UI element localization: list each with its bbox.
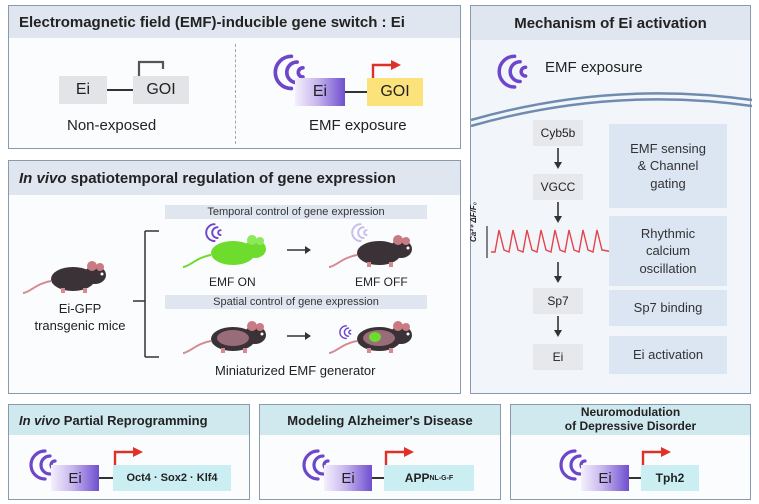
promoter-arrow-icon: [371, 60, 401, 78]
mechanism-panel: Mechanism of Ei activation EMF exposure …: [469, 5, 753, 394]
linker-line: [99, 477, 113, 479]
trace-label: Ca²⁺ ΔF/F₀: [469, 202, 478, 242]
linker-line: [629, 477, 641, 479]
goi-box-emf: GOI: [367, 78, 423, 106]
desc-sp7-binding: Sp7 binding: [609, 290, 727, 326]
in-vivo-title-rest: spatiotemporal regulation of gene expres…: [66, 169, 396, 187]
temporal-control-bar: Temporal control of gene expression: [165, 205, 427, 219]
desc-emf-sensing: EMF sensing & Channel gating: [609, 124, 727, 208]
depression-panel: Neuromodulation of Depressive Disorder E…: [510, 404, 751, 500]
gene-sup: NL-G-F: [429, 474, 454, 482]
down-arrow-icon: [554, 202, 562, 223]
promoter-arrow-icon: [384, 447, 414, 465]
linker-line: [345, 91, 367, 93]
alzheimers-title: Modeling Alzheimer's Disease: [260, 405, 500, 435]
in-vivo-title: In vivo spatiotemporal regulation of gen…: [9, 161, 460, 195]
gene-box: Tph2: [641, 465, 699, 491]
emf-exposure-label: EMF exposure: [309, 117, 407, 134]
spatial-control-bar: Spatial control of gene expression: [165, 295, 427, 309]
emf-wave-icon: [497, 54, 528, 89]
linker-line: [107, 89, 133, 91]
non-exposed-label: Non-exposed: [67, 117, 157, 134]
reprogramming-title-italic: In vivo: [19, 412, 61, 428]
emf-on-label: EMF ON: [209, 275, 256, 289]
membrane-curve: [470, 92, 753, 128]
step-sp7: Sp7: [533, 288, 583, 314]
depression-title-line2: of Depressive Disorder: [564, 419, 697, 433]
gene-main: APP: [404, 471, 430, 485]
mechanism-exposure-label: EMF exposure: [545, 59, 643, 76]
calcium-trace-icon: [486, 226, 614, 258]
mice-label: Ei-GFP transgenic mice: [27, 301, 133, 335]
gene-switch-panel: Electromagnetic field (EMF)-inducible ge…: [8, 5, 461, 149]
depression-title: Neuromodulation of Depressive Disorder: [511, 405, 750, 435]
gene-box: Oct4 · Sox2 · Klf4: [113, 465, 231, 491]
mechanism-title: Mechanism of Ei activation: [471, 6, 750, 40]
mice-label-line1: Ei-GFP: [58, 301, 102, 316]
mouse-icon: [328, 320, 413, 354]
ei-box-non-exposed: Ei: [59, 76, 107, 104]
goi-box-non-exposed: GOI: [133, 76, 189, 104]
generator-label: Miniaturized EMF generator: [215, 363, 376, 378]
bracket-connector: [133, 230, 159, 358]
step-vgcc: VGCC: [533, 174, 583, 200]
mouse-icon: [22, 260, 107, 294]
desc-ei-activation: Ei activation: [609, 336, 727, 374]
mouse-icon: [182, 235, 266, 268]
reprogramming-title: In vivo Partial Reprogramming: [9, 405, 249, 435]
in-vivo-title-italic: In vivo: [19, 169, 67, 187]
down-arrow-icon: [554, 262, 562, 283]
reprogramming-panel: In vivo Partial Reprogramming Ei Oct4 · …: [8, 404, 250, 500]
repressed-promoter-icon: [137, 60, 165, 76]
promoter-arrow-icon: [641, 447, 671, 465]
emf-off-label: EMF OFF: [355, 275, 408, 289]
ei-box-emf: Ei: [295, 78, 345, 106]
gene-switch-title: Electromagnetic field (EMF)-inducible ge…: [9, 6, 460, 38]
desc-calcium-oscillation: Rhythmic calcium oscillation: [609, 216, 727, 286]
ei-box: Ei: [51, 465, 99, 491]
ei-box: Ei: [581, 465, 629, 491]
ei-box: Ei: [324, 465, 372, 491]
right-arrow-icon: [287, 246, 311, 254]
depression-title-line1: Neuromodulation: [580, 405, 681, 420]
right-arrow-icon: [287, 332, 311, 340]
panel-divider: [235, 44, 236, 144]
reprogramming-title-rest: Partial Reprogramming: [60, 412, 208, 428]
mouse-icon: [182, 320, 267, 354]
down-arrow-icon: [554, 316, 562, 337]
in-vivo-panel: In vivo spatiotemporal regulation of gen…: [8, 160, 461, 394]
promoter-arrow-icon: [113, 447, 143, 465]
linker-line: [372, 477, 384, 479]
step-ei: Ei: [533, 344, 583, 370]
mouse-icon: [328, 234, 413, 268]
mice-label-line2: transgenic mice: [34, 317, 126, 333]
step-cyb5b: Cyb5b: [533, 120, 583, 146]
down-arrow-icon: [554, 148, 562, 169]
